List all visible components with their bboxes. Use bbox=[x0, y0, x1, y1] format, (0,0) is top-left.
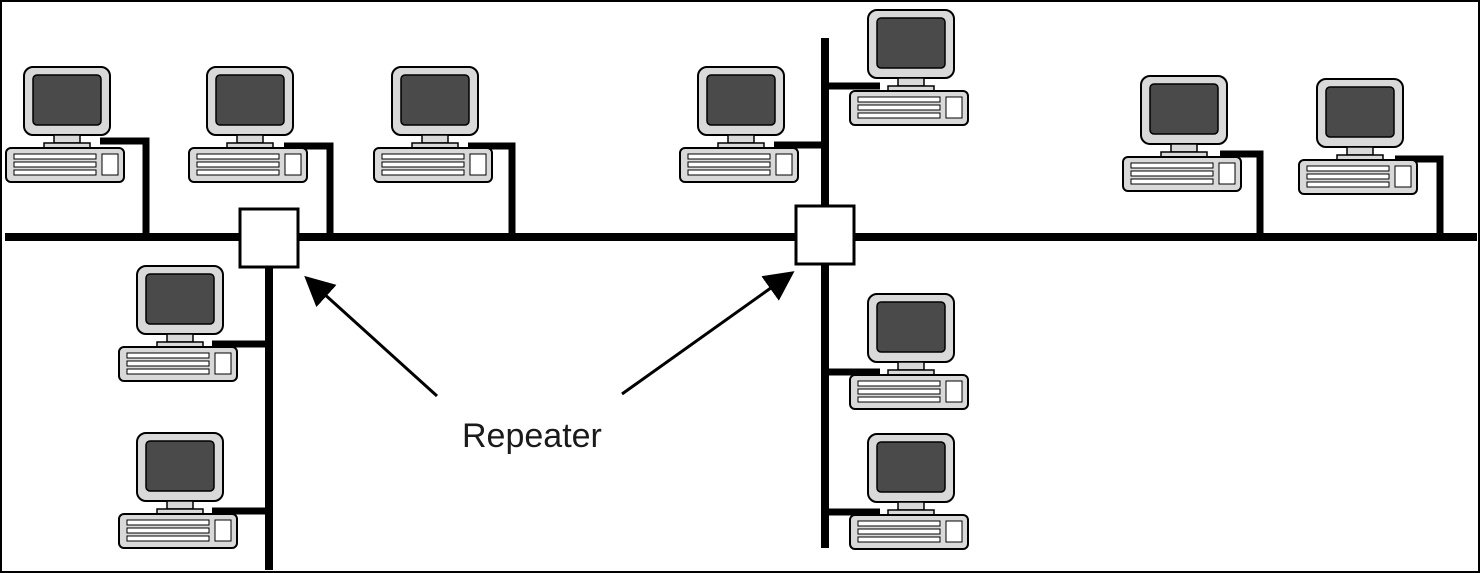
repeater-label: Repeater bbox=[462, 417, 602, 455]
drop-cable bbox=[468, 142, 516, 237]
arrow-icon bbox=[304, 275, 439, 398]
arrow-icon bbox=[621, 271, 795, 396]
repeater-icon bbox=[794, 204, 856, 266]
computer-icon bbox=[679, 66, 799, 183]
computer-icon bbox=[1122, 75, 1242, 192]
drop-cable bbox=[284, 142, 334, 237]
drop-cable bbox=[1220, 150, 1264, 237]
computer-icon bbox=[118, 432, 238, 549]
computer-icon bbox=[5, 66, 125, 183]
computer-icon bbox=[849, 293, 969, 410]
computer-icon bbox=[849, 9, 969, 126]
computer-icon bbox=[118, 265, 238, 382]
computer-icon bbox=[373, 66, 493, 183]
drop-cable bbox=[100, 137, 150, 237]
computer-icon bbox=[849, 433, 969, 550]
repeater-icon bbox=[238, 207, 300, 269]
computer-icon bbox=[188, 66, 308, 183]
computer-icon bbox=[1298, 78, 1418, 195]
